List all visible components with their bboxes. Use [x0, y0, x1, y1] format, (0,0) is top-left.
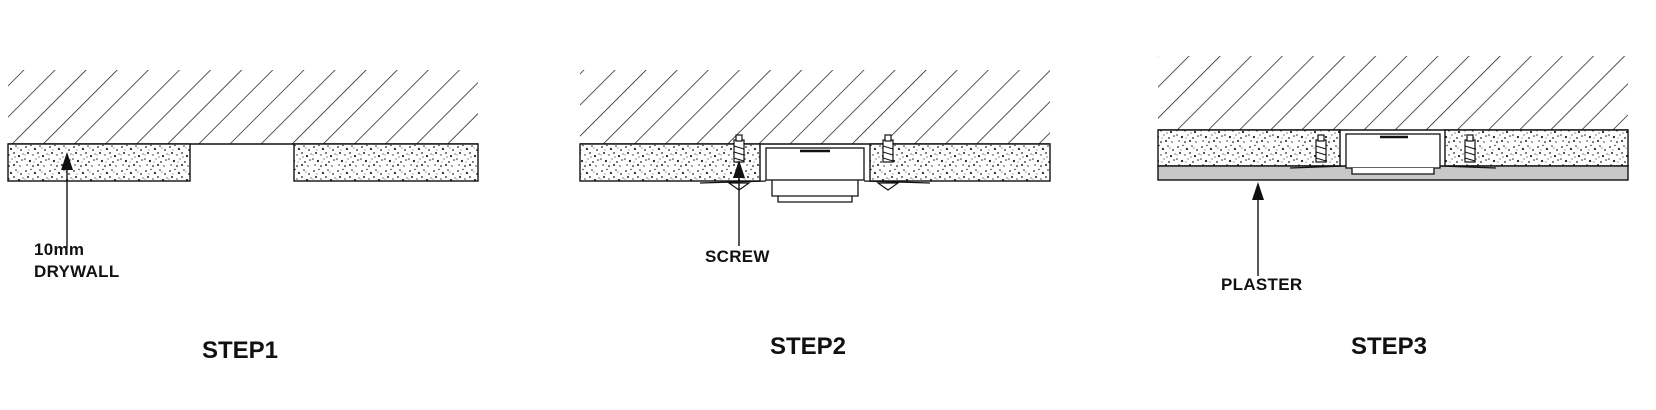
step1-title: STEP1	[202, 337, 279, 364]
drywall-left	[579, 143, 761, 182]
plaster-label: PLASTER	[1221, 275, 1303, 294]
concrete-ceiling	[580, 70, 1050, 144]
plaster-arrow-icon	[1252, 182, 1264, 200]
screw-label: SCREW	[705, 247, 770, 266]
step2-section	[579, 70, 1051, 246]
drywall-label: 10mm DRYWALL	[34, 239, 120, 283]
screw-arrow-icon	[733, 160, 745, 178]
led-profile	[1289, 133, 1497, 175]
drywall-left	[1157, 129, 1341, 167]
drywall-arrow-icon	[61, 152, 73, 170]
drywall-right	[293, 143, 479, 182]
step1-section	[7, 70, 479, 248]
drywall-label-line2: DRYWALL	[34, 262, 120, 281]
drywall-right	[869, 143, 1051, 182]
step3-section	[1157, 56, 1629, 276]
step3-title: STEP3	[1351, 333, 1428, 360]
drywall-label-line1: 10mm	[34, 240, 85, 259]
concrete-ceiling	[8, 70, 478, 144]
led-profile	[699, 147, 931, 203]
concrete-ceiling	[1158, 56, 1628, 130]
step2-title: STEP2	[770, 333, 847, 360]
drywall-left	[7, 143, 191, 182]
